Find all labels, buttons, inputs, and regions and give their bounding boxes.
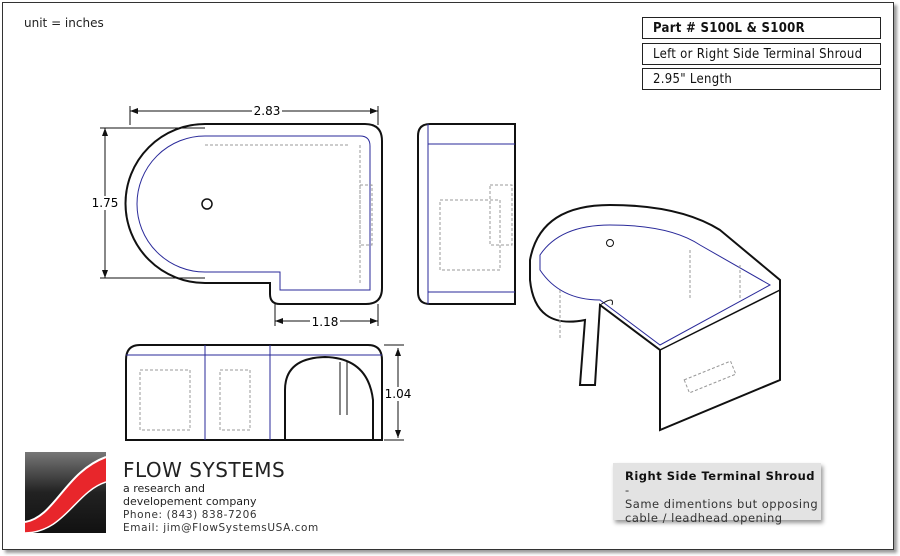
note-box: Right Side Terminal Shroud - Same diment…: [613, 463, 821, 525]
dimension-depth: 1.75: [92, 196, 119, 210]
drawing-frame: [2, 2, 894, 550]
company-phone: Phone: (843) 838-7206: [123, 509, 258, 521]
note-suffix: -: [625, 483, 630, 497]
part-number: Part # S100L & S100R: [642, 17, 881, 39]
side-view: [417, 123, 516, 305]
top-view: 2.83 1.75 1.18: [90, 104, 383, 329]
front-view: 1.04: [125, 344, 412, 441]
dimension-height: 1.04: [385, 387, 412, 401]
isometric-view: [529, 203, 781, 432]
note-line-1: Same dimentions but opposing: [625, 497, 819, 511]
note-line-2: cable / leadhead opening: [625, 511, 783, 525]
part-length: 2.95" Length: [642, 68, 881, 90]
dimension-notch: 1.18: [312, 315, 339, 329]
dimension-width: 2.83: [254, 104, 281, 118]
company-email[interactable]: Email: jim@FlowSystemsUSA.com: [123, 522, 319, 534]
company-name: FLOW SYSTEMS: [123, 458, 286, 482]
unit-label: unit = inches: [24, 16, 104, 30]
company-tagline-1: a research and: [123, 482, 206, 495]
company-tagline-2: developement company: [123, 495, 257, 508]
part-description: Left or Right Side Terminal Shroud: [642, 43, 881, 65]
flow-systems-logo: [25, 452, 106, 533]
note-title: Right Side Terminal Shroud: [625, 469, 816, 483]
